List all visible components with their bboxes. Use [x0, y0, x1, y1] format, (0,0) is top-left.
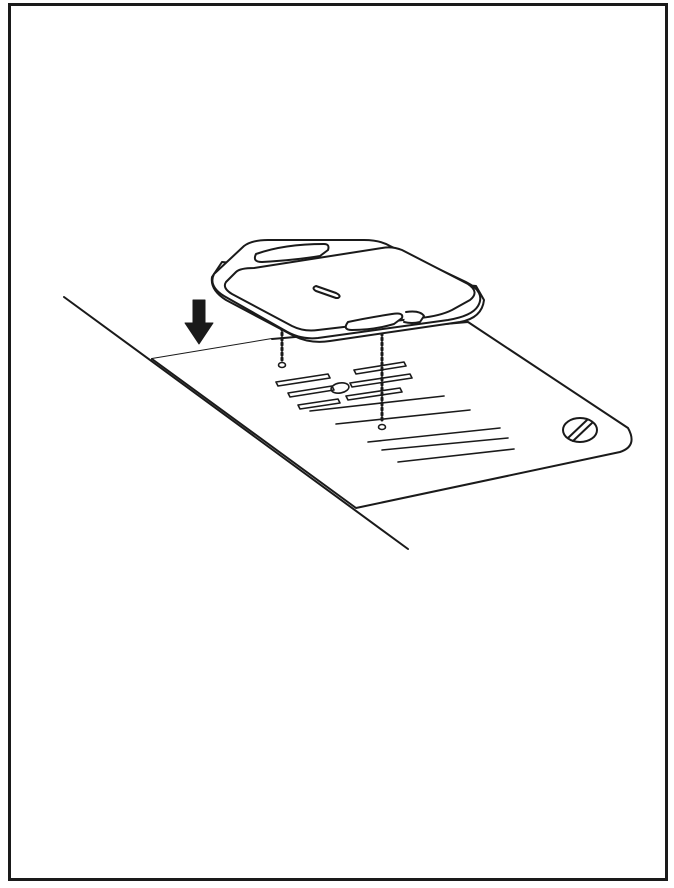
slot-row-2: [287, 385, 335, 398]
slot-row-1b: [353, 361, 407, 375]
attachment-plate-cover: [223, 246, 476, 332]
needle-hole: [330, 382, 350, 394]
mounting-hole-right: [377, 423, 387, 431]
mounting-holes: [277, 361, 387, 431]
slot-row-3: [297, 398, 341, 410]
plate-front-opening: [344, 312, 404, 331]
bed-front-edge: [63, 296, 409, 550]
slot-row-1: [275, 373, 331, 387]
screw-icon: [562, 417, 598, 443]
guide-line: [335, 409, 471, 425]
attachment-plate: [210, 239, 485, 343]
plate-front-tab: [403, 310, 425, 324]
slot-row-2b: [349, 373, 413, 388]
guide-line: [309, 395, 445, 412]
guide-line: [381, 437, 509, 451]
plate-back-opening: [253, 243, 330, 263]
mounting-hole-left: [277, 361, 287, 369]
guide-line: [397, 448, 515, 463]
needle-plate-outline: [151, 321, 633, 509]
down-arrow-icon: [184, 299, 214, 345]
seam-guide-lines: [309, 395, 515, 463]
guide-line: [367, 427, 501, 443]
cover-slot: [312, 285, 341, 299]
